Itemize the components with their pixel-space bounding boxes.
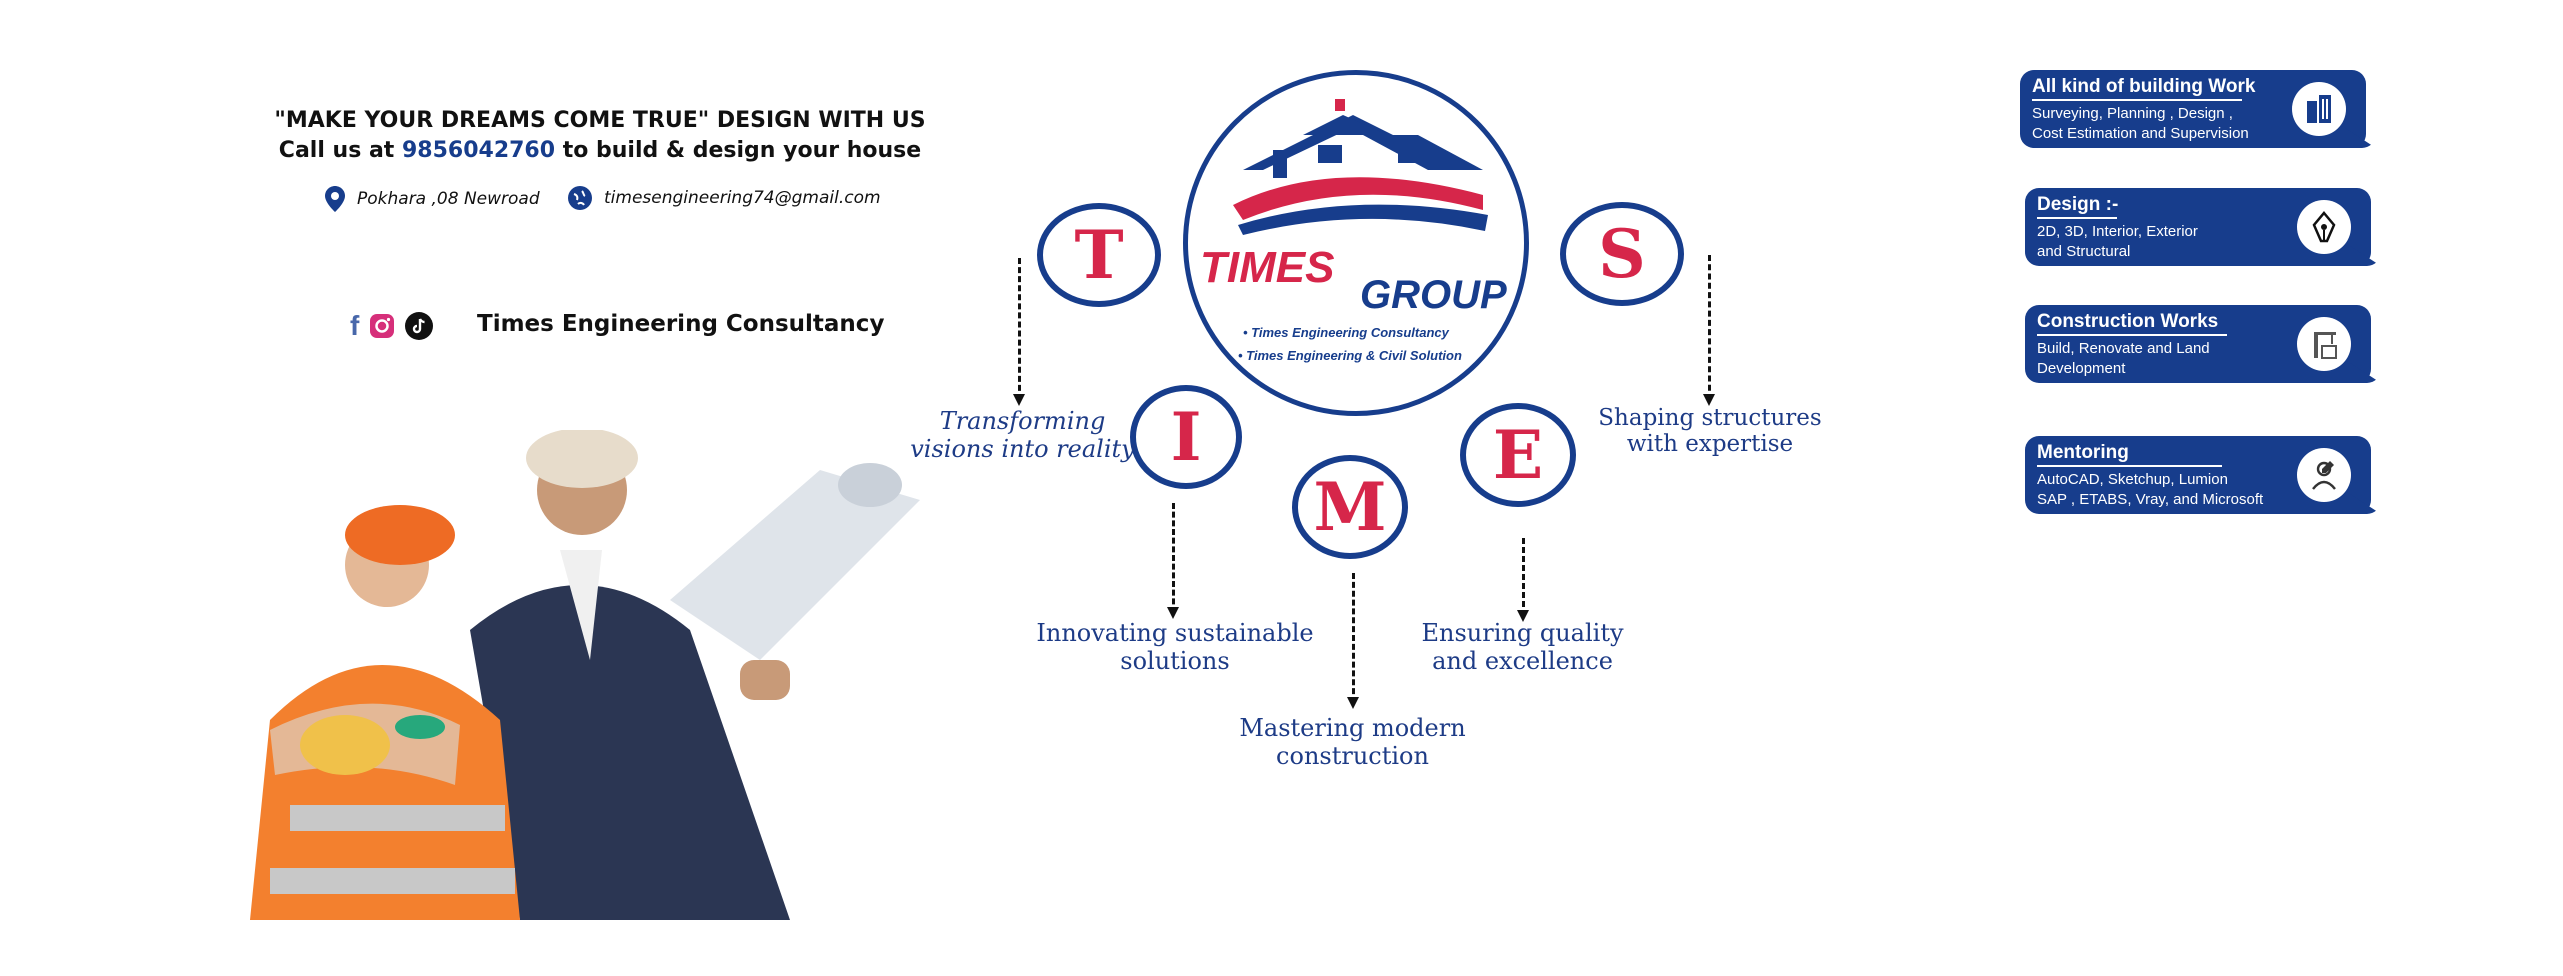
letter-e: E <box>1492 416 1544 494</box>
service-desc: Build, Renovate and Land Development <box>2037 340 2210 377</box>
crane-icon <box>2297 317 2351 371</box>
facebook-icon[interactable]: f <box>350 310 360 341</box>
card-tail <box>2347 361 2381 383</box>
service-card-design: Design :- 2D, 3D, Interior, Exterior and… <box>2025 188 2381 266</box>
service-desc: 2D, 3D, Interior, Exterior and Structura… <box>2037 223 2198 260</box>
card-tail <box>2342 126 2376 148</box>
arrow-m <box>1347 573 1359 709</box>
house-logo-icon <box>1233 99 1488 235</box>
service-card-construction: Construction Works Build, Renovate and L… <box>2025 305 2381 383</box>
service-desc: Surveying, Planning , Design , Cost Esti… <box>2032 105 2249 142</box>
service-desc: AutoCAD, Sketchup, Lumion SAP , ETABS, V… <box>2037 471 2264 508</box>
card-tail <box>2347 492 2381 514</box>
caption-t: Transforming visions into reality <box>910 407 1135 463</box>
service-title: All kind of building Work <box>2032 76 2256 97</box>
letter-t: T <box>1074 216 1124 294</box>
title-underline <box>2032 99 2242 101</box>
tagline: "MAKE YOUR DREAMS COME TRUE" DESIGN WITH… <box>274 108 926 133</box>
globe-icon <box>568 186 592 210</box>
building-icon <box>2292 82 2346 136</box>
letter-m-bubble: M <box>1292 455 1408 559</box>
pen-nib-icon <box>2297 200 2351 254</box>
service-title: Construction Works <box>2037 311 2219 332</box>
card-tail <box>2347 244 2381 266</box>
call-line: Call us at 9856042760 to build & design … <box>0 138 1200 163</box>
logo-group-text: GROUP <box>1360 273 1507 317</box>
letter-t-bubble: T <box>1037 203 1161 307</box>
letter-i-bubble: I <box>1130 385 1242 489</box>
social-icons: f <box>350 310 434 342</box>
email-block: timesengineering74@gmail.com <box>568 186 881 210</box>
letter-s: S <box>1598 215 1646 293</box>
arrow-s <box>1703 255 1715 406</box>
address-text: Pokhara ,08 Newroad <box>357 189 540 209</box>
caption-m: Mastering modern construction <box>1239 714 1466 770</box>
letter-i: I <box>1170 398 1202 476</box>
arrow-t <box>1013 258 1025 406</box>
tiktok-icon[interactable] <box>405 312 434 340</box>
mentor-icon <box>2297 448 2351 502</box>
arrow-i <box>1167 503 1179 619</box>
instagram-icon[interactable] <box>369 313 395 339</box>
letter-s-bubble: S <box>1560 202 1684 306</box>
logo-times-text: TIMES <box>1200 243 1335 292</box>
company-name: Times Engineering Consultancy <box>477 311 885 337</box>
service-title: Design :- <box>2037 194 2119 215</box>
logo-sub2: • Times Engineering & Civil Solution <box>1238 348 1462 363</box>
arrow-e <box>1517 538 1529 622</box>
caption-s: Shaping structures with expertise <box>1598 405 1822 458</box>
title-underline <box>2037 465 2222 467</box>
letter-e-bubble: E <box>1460 403 1576 507</box>
service-card-mentoring: Mentoring AutoCAD, Sketchup, Lumion SAP … <box>2025 436 2381 514</box>
caption-e: Ensuring quality and excellence <box>1421 619 1624 675</box>
phone-number[interactable]: 9856042760 <box>401 138 556 163</box>
email-text[interactable]: timesengineering74@gmail.com <box>604 188 881 208</box>
service-card-building: All kind of building Work Surveying, Pla… <box>2020 70 2376 148</box>
letter-m: M <box>1313 468 1387 546</box>
logo-sub1: • Times Engineering Consultancy <box>1243 325 1449 340</box>
location-pin-icon <box>325 186 345 212</box>
title-underline <box>2037 334 2227 336</box>
call-suffix: to build & design your house <box>555 138 922 163</box>
service-title: Mentoring <box>2037 442 2129 463</box>
engineers-photo <box>250 430 920 920</box>
title-underline <box>2037 217 2117 219</box>
call-prefix: Call us at <box>278 138 402 163</box>
address-block: Pokhara ,08 Newroad <box>325 186 540 212</box>
times-group-logo: TIMES GROUP • Times Engineering Consulta… <box>1183 70 1529 416</box>
caption-i: Innovating sustainable solutions <box>1036 619 1314 675</box>
